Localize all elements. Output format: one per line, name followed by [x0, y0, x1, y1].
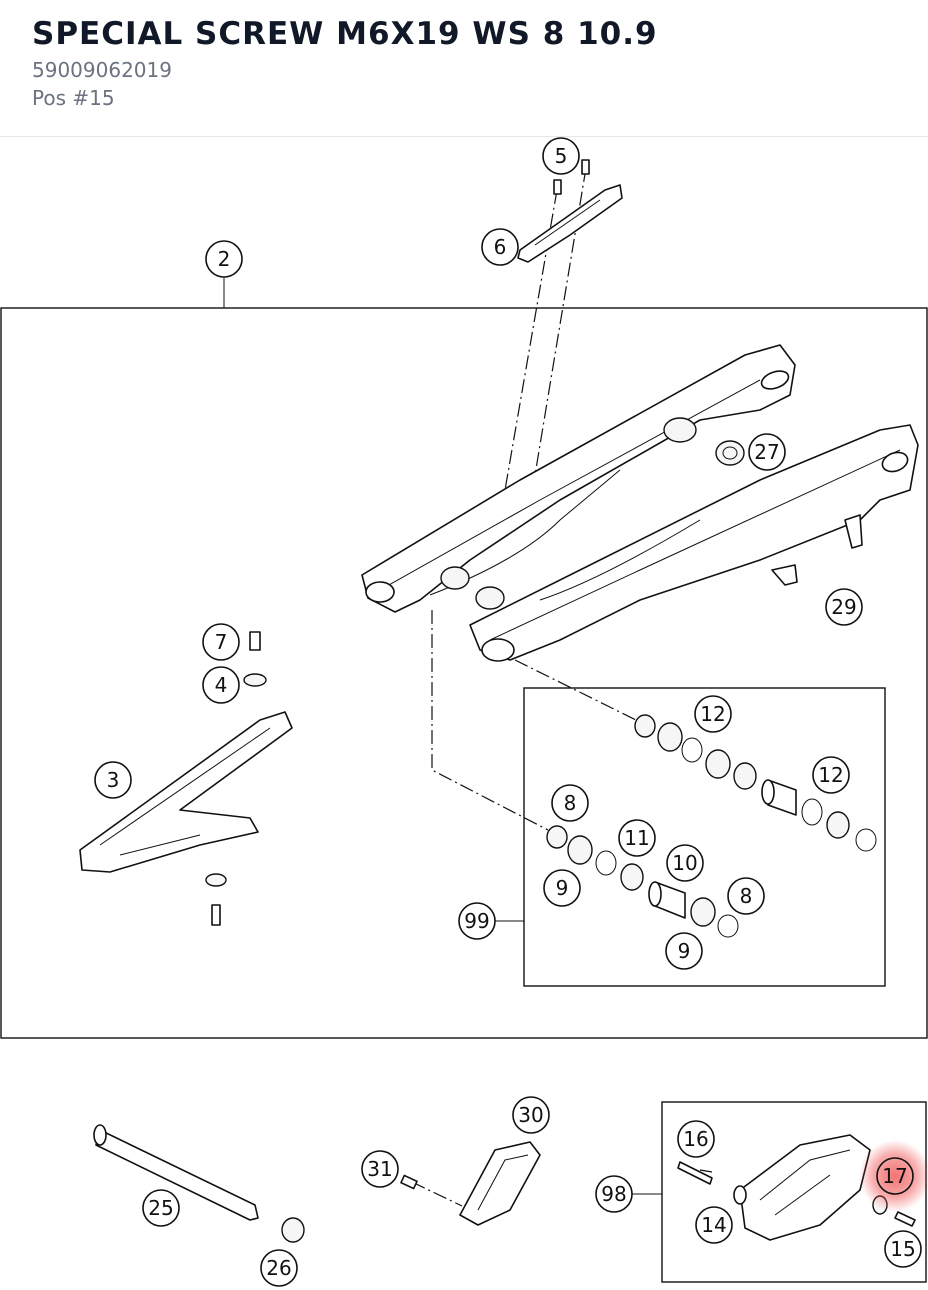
callout-16[interactable]: 16 [677, 1120, 715, 1158]
svg-text:29: 29 [831, 595, 856, 619]
svg-text:9: 9 [556, 876, 569, 900]
bracket-part [400, 1141, 541, 1226]
svg-text:3: 3 [107, 768, 120, 792]
callout-2[interactable]: 2 [205, 240, 243, 278]
svg-text:12: 12 [818, 763, 843, 787]
svg-text:16: 16 [683, 1127, 708, 1151]
svg-text:11: 11 [624, 826, 649, 850]
svg-text:8: 8 [564, 791, 577, 815]
callout-14[interactable]: 14 [695, 1206, 733, 1244]
seal-illustration [715, 440, 745, 466]
svg-text:98: 98 [601, 1182, 626, 1206]
callout-5[interactable]: 5 [542, 137, 580, 175]
part-number: 59009062019 [32, 58, 172, 82]
part-title: SPECIAL SCREW M6X19 WS 8 10.9 [32, 16, 658, 52]
highlight-glow [859, 1140, 928, 1212]
part-header: SPECIAL SCREW M6X19 WS 8 10.9 5900906201… [0, 0, 928, 137]
callout-98[interactable]: 98 [595, 1175, 633, 1213]
svg-text:5: 5 [555, 144, 568, 168]
callout-8-left[interactable]: 8 [551, 784, 589, 822]
svg-text:2: 2 [218, 247, 231, 271]
position-label: Pos #15 [32, 86, 115, 110]
callout-6[interactable]: 6 [481, 228, 519, 266]
callout-11[interactable]: 11 [618, 819, 656, 857]
assembly-line [431, 610, 549, 831]
svg-text:14: 14 [701, 1213, 726, 1237]
assembly-line [514, 659, 641, 723]
callout-7[interactable]: 7 [202, 623, 240, 661]
svg-text:9: 9 [678, 939, 691, 963]
callout-17-highlighted[interactable]: 17 [876, 1157, 914, 1195]
callout-10[interactable]: 10 [666, 844, 704, 882]
svg-text:26: 26 [266, 1256, 291, 1280]
bearing-kit-frame [523, 687, 886, 987]
assembly-line [699, 1169, 713, 1173]
callout-4[interactable]: 4 [202, 666, 240, 704]
svg-text:4: 4 [215, 673, 228, 697]
exploded-parts-diagram: 2 5 6 27 29 7 4 3 12 12 8 11 10 9 8 99 9… [0, 137, 928, 1287]
svg-text:27: 27 [754, 440, 779, 464]
svg-text:17: 17 [882, 1164, 907, 1188]
chain-slider-bottom [79, 631, 293, 926]
callout-8-right[interactable]: 8 [727, 877, 765, 915]
callout-26[interactable]: 26 [260, 1249, 298, 1287]
svg-text:99: 99 [464, 909, 489, 933]
svg-text:25: 25 [148, 1196, 173, 1220]
swingarm-illustration [361, 344, 919, 662]
svg-text:31: 31 [367, 1157, 392, 1181]
callout-9-bottom[interactable]: 9 [665, 932, 703, 970]
callout-12-top[interactable]: 12 [694, 695, 732, 733]
wheel-axle [93, 1124, 305, 1243]
callout-15[interactable]: 15 [884, 1230, 922, 1268]
callout-31[interactable]: 31 [361, 1150, 399, 1188]
callout-25[interactable]: 25 [142, 1189, 180, 1227]
assembly-line [411, 1181, 463, 1207]
callout-29[interactable]: 29 [825, 588, 863, 626]
callout-30[interactable]: 30 [512, 1096, 550, 1134]
svg-text:30: 30 [518, 1103, 543, 1127]
svg-text:7: 7 [215, 630, 228, 654]
bearing-kit-parts [546, 714, 877, 938]
callout-3[interactable]: 3 [94, 761, 132, 799]
callout-99[interactable]: 99 [458, 902, 496, 940]
swingarm-group-frame [0, 307, 928, 1039]
svg-text:10: 10 [672, 851, 697, 875]
svg-text:12: 12 [700, 702, 725, 726]
svg-text:8: 8 [740, 884, 753, 908]
svg-text:6: 6 [494, 235, 507, 259]
callout-9-left[interactable]: 9 [543, 869, 581, 907]
callout-27[interactable]: 27 [748, 433, 786, 471]
svg-text:15: 15 [890, 1237, 915, 1261]
callout-12-right[interactable]: 12 [812, 756, 850, 794]
chain-slider-top [517, 159, 623, 263]
